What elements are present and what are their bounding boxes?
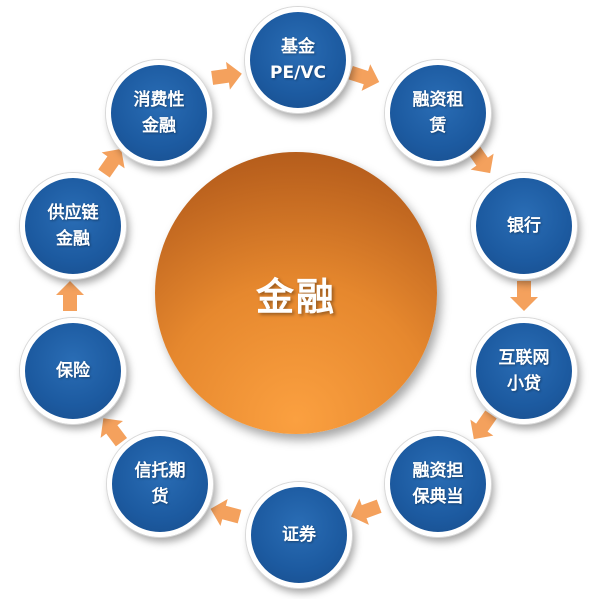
node-securities: 证券	[246, 482, 352, 588]
node-label: 融资租 赁	[412, 90, 464, 136]
center-circle: 金融	[155, 152, 437, 434]
node-label: 互联网 小贷	[498, 348, 550, 394]
arrow-icon	[206, 495, 244, 531]
arrow-icon	[346, 493, 384, 530]
node-trust-futures: 信托期 货	[107, 431, 213, 537]
node-label: 基金 PE/VC	[270, 37, 326, 83]
node-label: 银行	[507, 216, 541, 236]
arrow-icon	[510, 281, 538, 311]
node-label: 保险	[56, 361, 90, 381]
center-label: 金融	[255, 274, 336, 319]
arrow-icon	[56, 281, 84, 311]
node-label: 融资担 保典当	[412, 461, 464, 507]
node-label: 证券	[282, 525, 316, 545]
node-internet-lending: 互联网 小贷	[471, 318, 577, 424]
node-consumer-finance: 消费性 金融	[106, 60, 212, 166]
node-guarantee-pawn: 融资担 保典当	[385, 431, 491, 537]
node-insurance: 保险	[20, 318, 126, 424]
node-label: 供应链 金融	[47, 203, 99, 249]
node-leasing: 融资租 赁	[385, 60, 491, 166]
node-supply-chain: 供应链 金融	[20, 173, 126, 279]
node-fund: 基金 PE/VC	[245, 7, 351, 113]
node-label: 消费性 金融	[133, 90, 185, 136]
arrow-icon	[210, 59, 244, 92]
arrow-icon	[346, 59, 384, 96]
node-label: 信托期 货	[134, 461, 186, 507]
node-bank: 银行	[471, 173, 577, 279]
